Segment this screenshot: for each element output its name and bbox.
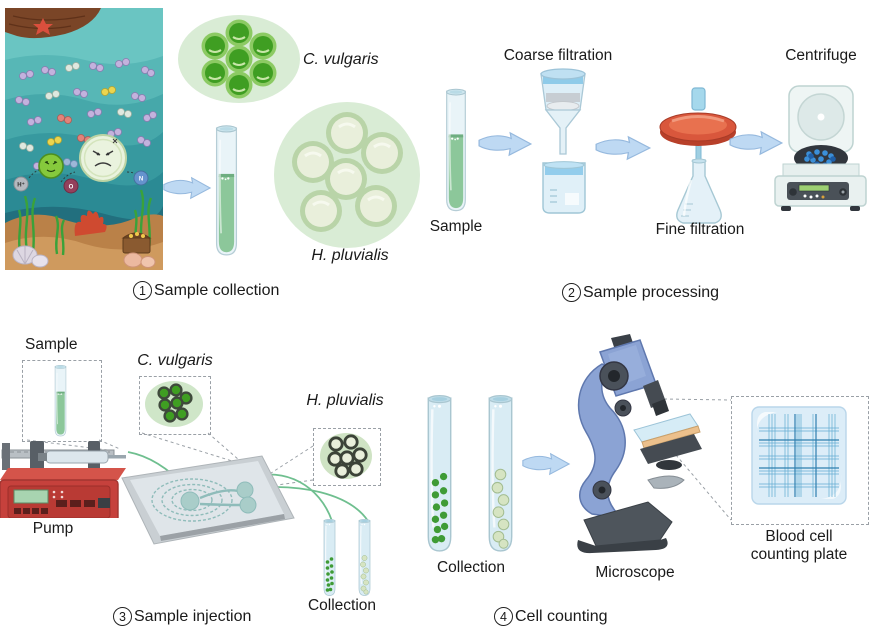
sample-tube-processing	[445, 88, 467, 212]
funnel-filter-icon	[540, 68, 586, 155]
c-vulgaris-cells	[201, 19, 277, 99]
step-text-3: Sample injection	[134, 607, 252, 625]
pump-label: Pump	[32, 520, 74, 537]
step-label-counting: 4 Cell counting	[494, 607, 608, 626]
h-pluvialis-cells	[292, 112, 403, 232]
arrow-sample-to-coarse	[478, 132, 532, 156]
sea-floor	[5, 189, 163, 270]
step-label-processing: 2 Sample processing	[562, 283, 719, 302]
c-vulgaris-inset-small	[145, 381, 203, 427]
sample-tube-collection	[215, 124, 238, 256]
collection-tube-large-green	[427, 394, 452, 553]
microscope-icon	[577, 334, 702, 554]
collection-tube-large-pale	[488, 394, 513, 553]
arrow-coarse-to-fine	[595, 136, 651, 160]
collection-label-injection: Collection	[307, 597, 377, 614]
svg-text:N: N	[139, 177, 143, 183]
sample-callout-box	[22, 360, 102, 442]
h-pluvialis-inset-large	[274, 102, 420, 248]
sample-label-processing: Sample	[429, 218, 483, 235]
step-number-1: 1	[133, 281, 152, 300]
starfish-icon	[33, 18, 53, 35]
collection-tube-small-green	[323, 518, 336, 597]
arrow-scene-to-tube	[163, 177, 211, 199]
h-pluvialis-label-2: H. pluvialis	[306, 392, 384, 409]
beaker-icon	[542, 161, 586, 214]
sample-tube-injection	[54, 364, 67, 437]
step-text-1: Sample collection	[154, 281, 280, 299]
collection-label-counting: Collection	[436, 559, 506, 576]
centrifuge-label: Centrifuge	[785, 47, 857, 64]
sample-label-injection: Sample	[25, 336, 78, 353]
h-pluvialis-inset-small	[320, 433, 372, 479]
ocean-scene-illustration: H⁺ O N	[5, 8, 163, 270]
coral-icon	[74, 210, 107, 236]
step-number-2: 2	[562, 283, 581, 302]
microfluidic-chip-icon	[121, 455, 295, 545]
c-vulgaris-callout-box	[139, 376, 211, 435]
microscope-label: Microscope	[595, 564, 675, 581]
pink-shell-icon	[123, 252, 156, 268]
syringe-pump-icon	[0, 441, 126, 518]
step-number-4: 4	[494, 607, 513, 626]
step-text-4: Cell counting	[515, 607, 608, 625]
step-label-injection: 3 Sample injection	[113, 607, 251, 626]
c-vulgaris-inset-large	[178, 15, 300, 103]
algae-cell-characters: H⁺ O N	[13, 134, 149, 194]
counting-plate-icon	[751, 406, 847, 505]
shell-icon	[12, 245, 49, 268]
erlenmeyer-flask-icon	[676, 158, 722, 224]
step-text-2: Sample processing	[583, 283, 720, 301]
fine-filtration-label: Fine filtration	[655, 221, 745, 238]
collection-tube-small-pale	[358, 518, 371, 597]
coarse-filtration-label: Coarse filtration	[503, 47, 613, 64]
h-pluvialis-label-1: H. pluvialis	[311, 247, 389, 264]
svg-text:O: O	[69, 185, 74, 191]
c-vulgaris-label-2: C. vulgaris	[137, 352, 213, 369]
c-vulgaris-label-1: C. vulgaris	[303, 51, 379, 68]
h-pluvialis-callout-box	[313, 428, 381, 486]
treasure-chest-icon	[121, 232, 152, 254]
counting-plate-label: Blood cell counting plate	[750, 528, 848, 563]
centrifuge-icon	[774, 85, 867, 211]
step-number-3: 3	[113, 607, 132, 626]
svg-text:H⁺: H⁺	[17, 182, 25, 189]
shore	[5, 8, 101, 39]
step-label-collection: 1 Sample collection	[133, 281, 279, 300]
